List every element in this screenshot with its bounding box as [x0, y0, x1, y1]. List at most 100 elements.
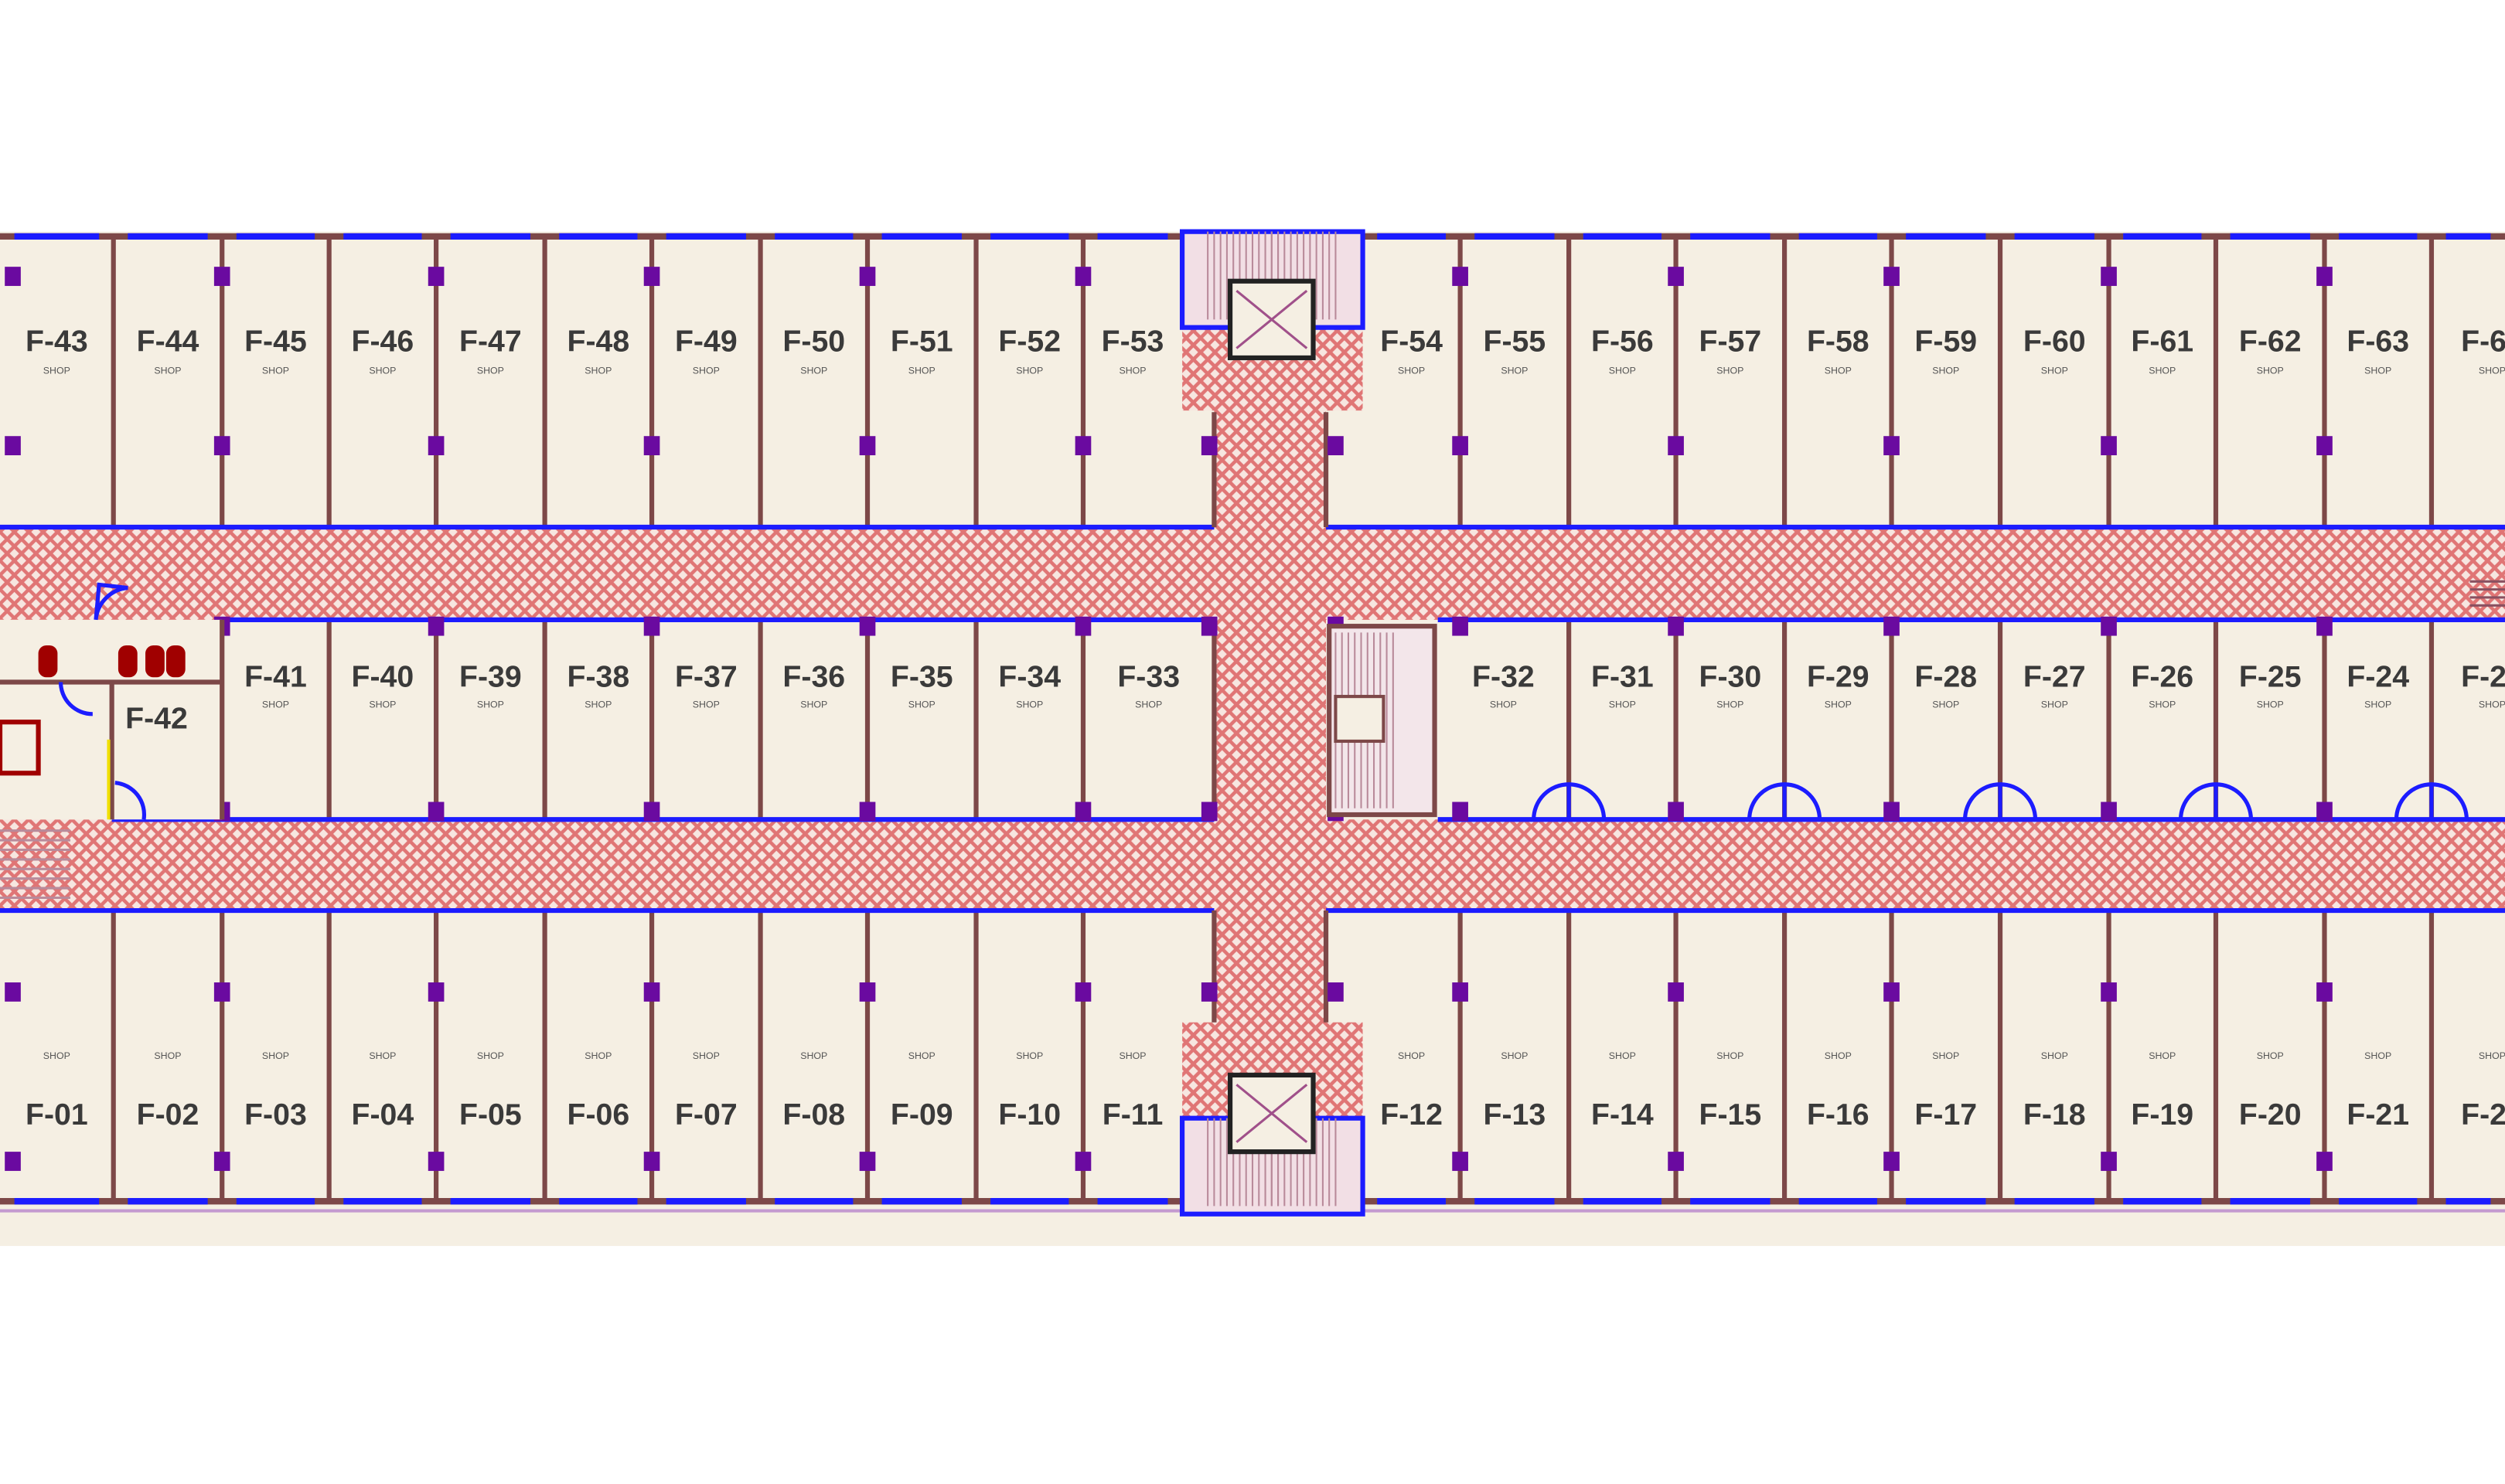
shop-label: F-20: [2239, 1098, 2302, 1132]
structural-column: [1452, 802, 1468, 822]
shop-floor: [652, 240, 761, 528]
structural-column: [1883, 267, 1900, 286]
shop-floor: [2324, 910, 2432, 1202]
corridor-central: [1214, 367, 1327, 1070]
shop-floor: [2324, 240, 2432, 528]
lift-cross-icon: [1235, 1084, 1308, 1143]
shop-floor: [1082, 619, 1215, 820]
shop-type-label: SHOP: [693, 366, 720, 376]
shop-type-label: SHOP: [477, 699, 504, 710]
shop-label: F-32: [1472, 660, 1535, 694]
shop-type-label: SHOP: [693, 699, 720, 710]
shop-label: F-30: [1699, 660, 1761, 694]
structural-column: [2316, 802, 2333, 822]
shop-type-label: SHOP: [2479, 366, 2505, 376]
shop-type-label: SHOP: [369, 1050, 396, 1061]
shop-label: F-17: [1914, 1098, 1977, 1132]
structural-column: [2316, 1152, 2333, 1171]
shop-type-label: SHOP: [1398, 366, 1425, 376]
structural-column: [2316, 616, 2333, 636]
shop-floor: [2431, 240, 2505, 528]
shop-floor: [222, 619, 329, 820]
shop-type-label: SHOP: [2149, 699, 2176, 710]
structural-column: [213, 267, 230, 286]
structural-column: [643, 267, 660, 286]
structural-column: [1668, 802, 1684, 822]
structural-column: [1075, 1152, 1092, 1171]
shop-type-label: SHOP: [1609, 366, 1636, 376]
shop-type-label: SHOP: [1825, 366, 1852, 376]
structural-column: [2316, 982, 2333, 1002]
shop-label: F-40: [352, 660, 414, 694]
shop-floor: [760, 240, 868, 528]
shop-label: F-37: [675, 660, 738, 694]
shaft-icon: [0, 720, 41, 776]
shop-type-label: SHOP: [1716, 1050, 1743, 1061]
shop-floor: [0, 240, 114, 528]
shop-type-label: SHOP: [1016, 1050, 1043, 1061]
shop-type-label: SHOP: [2257, 699, 2284, 710]
structural-column: [1452, 982, 1468, 1002]
shop-floor: [1082, 910, 1183, 1202]
shop-floor: [2000, 240, 2109, 528]
shop-floor: [1675, 619, 1785, 820]
structural-column: [5, 982, 21, 1002]
shop-label: F-41: [244, 660, 307, 694]
shop-floor: [1675, 240, 1785, 528]
shop-floor: [1784, 240, 1892, 528]
double-door-icon: [1962, 782, 2038, 820]
wc-fixture-icon: [165, 645, 186, 678]
shop-floor: [1362, 910, 1460, 1202]
structural-column: [2101, 267, 2117, 286]
shop-type-label: SHOP: [2364, 699, 2391, 710]
shop-floor: [1362, 240, 1460, 528]
shop-floor: [329, 619, 437, 820]
shop-floor: [113, 910, 223, 1202]
stair-lift-core-bottom: [1179, 1072, 1365, 1217]
shop-label: F-09: [891, 1098, 953, 1132]
shop-label: F-33: [1117, 660, 1180, 694]
shop-floor: [2108, 619, 2216, 820]
shop-label: F-46: [352, 325, 414, 359]
shop-type-label: SHOP: [1501, 1050, 1528, 1061]
shop-label: F-50: [782, 325, 845, 359]
shop-floor: [1675, 910, 1785, 1202]
shop-label: F-53: [1102, 325, 1164, 359]
shop-floor: [867, 240, 976, 528]
shop-floor: [2108, 240, 2216, 528]
shop-label: F-08: [782, 1098, 845, 1132]
stair-lift-core-top: [1179, 229, 1365, 361]
shop-type-label: SHOP: [43, 1050, 70, 1061]
structural-column: [1452, 1152, 1468, 1171]
shop-type-label: SHOP: [2479, 699, 2505, 710]
shop-label: F-01: [26, 1098, 88, 1132]
shop-type-label: SHOP: [1501, 366, 1528, 376]
shop-floor: [976, 240, 1083, 528]
shop-floor: [2431, 910, 2505, 1202]
double-door-icon: [1532, 782, 1607, 820]
shop-type-label: SHOP: [2149, 1050, 2176, 1061]
shop-label: F-21: [2347, 1098, 2409, 1132]
shop-unit-F-64: F-64SHOP: [2431, 240, 2505, 528]
structural-column: [2101, 616, 2117, 636]
